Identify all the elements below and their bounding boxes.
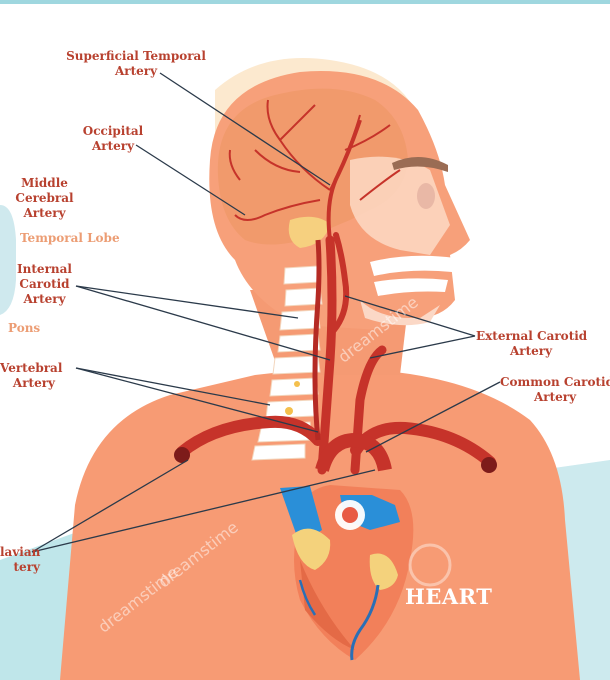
label-line: lavian	[0, 545, 40, 560]
label-line: Common Carotid	[500, 375, 610, 390]
top-teal-strip	[0, 0, 610, 4]
label-middle-cerebral-artery: Middle Cerebral Artery	[12, 176, 77, 221]
label-line: Artery	[12, 206, 77, 221]
label-occipital-artery: Occipital Artery	[78, 124, 148, 154]
label-external-carotid-artery: External Carotid Artery	[476, 329, 586, 359]
label-line: Superficial Temporal	[66, 49, 206, 64]
eye-socket	[417, 183, 435, 209]
label-line: Artery	[78, 139, 148, 154]
artery-end-right	[481, 457, 497, 473]
label-vertebral-artery: Vertebral Artery	[0, 361, 55, 391]
label-superficial-temporal-artery: Superficial Temporal Artery	[66, 49, 206, 79]
pulmonary-trunk-ring-inner	[342, 507, 358, 523]
label-line: Occipital	[78, 124, 148, 139]
label-pons: Pons	[8, 321, 40, 336]
label-line: Artery	[500, 390, 610, 405]
label-subclavian-artery: lavian tery	[0, 545, 40, 575]
label-common-carotid-artery: Common Carotid Artery	[500, 375, 610, 405]
label-line: Artery	[66, 64, 206, 79]
label-line: Artery	[12, 292, 77, 307]
label-temporal-lobe: Temporal Lobe	[20, 231, 120, 246]
vertebral-foramen-dot	[285, 407, 293, 415]
label-line: Middle	[12, 176, 77, 191]
label-line: Internal	[12, 262, 77, 277]
label-line: tery	[0, 560, 40, 575]
label-line: Carotid	[12, 277, 77, 292]
label-line: Vertebral	[0, 361, 55, 376]
label-line: Artery	[0, 376, 55, 391]
label-internal-carotid-artery: Internal Carotid Artery	[12, 262, 77, 307]
vertebral-foramen-dot	[294, 381, 300, 387]
label-line: External Carotid	[476, 329, 586, 344]
label-line: Artery	[476, 344, 586, 359]
label-heart: HEART	[405, 584, 492, 609]
label-line: Cerebral	[12, 191, 77, 206]
